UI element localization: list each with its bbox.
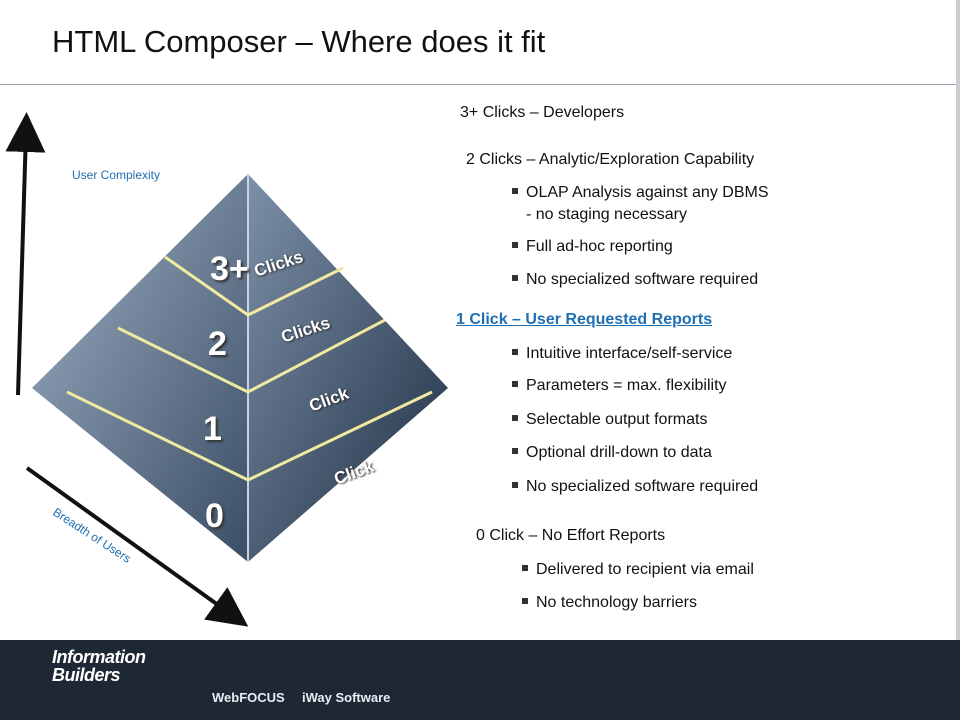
bullet-square-icon [522, 564, 528, 571]
pyramid-right-face [248, 174, 448, 562]
level2-bullet-1-cont: - no staging necessary [526, 206, 687, 223]
bullet-square-icon [512, 348, 518, 355]
bullet-square-icon [512, 414, 518, 421]
level1-heading-link[interactable]: 1 Click – User Requested Reports [456, 311, 713, 328]
level-number-1: 1 [203, 410, 222, 448]
level0-bullet-2: No technology barriers [522, 594, 697, 612]
bullet-square-icon [522, 597, 528, 604]
bullet-square-icon [512, 380, 518, 387]
level-divider-2 [117, 318, 386, 394]
bullet-square-icon [512, 481, 518, 488]
bullet-square-icon [512, 241, 518, 248]
x-axis-arrow [25, 466, 249, 627]
level0-bullet-1: Delivered to recipient via email [522, 561, 754, 579]
product-webfocus: WebFOCUS [212, 690, 285, 705]
level-number-0: 0 [205, 497, 224, 535]
company-logo: Information Builders [52, 647, 146, 685]
level1-bullet-4: Optional drill-down to data [512, 444, 712, 462]
level-divider-3 [164, 255, 344, 317]
level0-heading: 0 Click – No Effort Reports [476, 527, 666, 544]
bullet-square-icon [512, 187, 518, 194]
right-edge-bar [956, 0, 960, 640]
bullet-square-icon [512, 447, 518, 454]
level-number-3plus: 3+ [210, 250, 249, 288]
y-axis-label: User Complexity [71, 168, 161, 182]
level1-bullet-2: Parameters = max. flexibility [512, 377, 727, 395]
level2-bullet-1: OLAP Analysis against any DBMS [512, 184, 769, 202]
level3-heading: 3+ Clicks – Developers [460, 104, 625, 121]
level1-bullet-3: Selectable output formats [512, 411, 707, 429]
level2-heading: 2 Clicks – Analytic/Exploration Capabili… [466, 151, 755, 168]
product-iway: iWay Software [302, 690, 391, 705]
title-divider [0, 84, 960, 85]
slide-title: HTML Composer – Where does it fit [52, 24, 546, 59]
level-number-2: 2 [208, 325, 227, 363]
level2-bullet-2: Full ad-hoc reporting [512, 238, 673, 256]
level1-bullet-1: Intuitive interface/self-service [512, 345, 732, 363]
footer-bar: Information Builders WebFOCUS iWay Softw… [0, 640, 960, 720]
level-divider-1 [66, 390, 433, 482]
pyramid-left-face [32, 174, 248, 562]
bullet-square-icon [512, 274, 518, 281]
level1-bullet-5: No specialized software required [512, 478, 758, 496]
level2-bullet-3: No specialized software required [512, 271, 758, 289]
y-axis-arrow [5, 112, 46, 396]
